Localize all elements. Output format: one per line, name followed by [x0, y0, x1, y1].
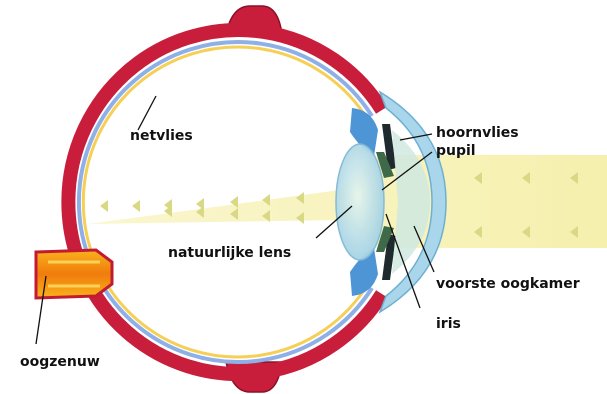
label-cornea: hoornvlies: [436, 125, 519, 141]
label-pupil: pupil: [436, 143, 476, 159]
optic-nerve: [36, 250, 112, 298]
label-optic-nerve: oogzenuw: [20, 354, 100, 370]
label-anterior-chamber: voorste oogkamer: [436, 276, 580, 292]
natural-lens: [336, 144, 384, 260]
label-iris: iris: [436, 316, 461, 332]
label-retina: netvlies: [130, 128, 193, 144]
label-natural-lens: natuurlijke lens: [168, 245, 291, 261]
